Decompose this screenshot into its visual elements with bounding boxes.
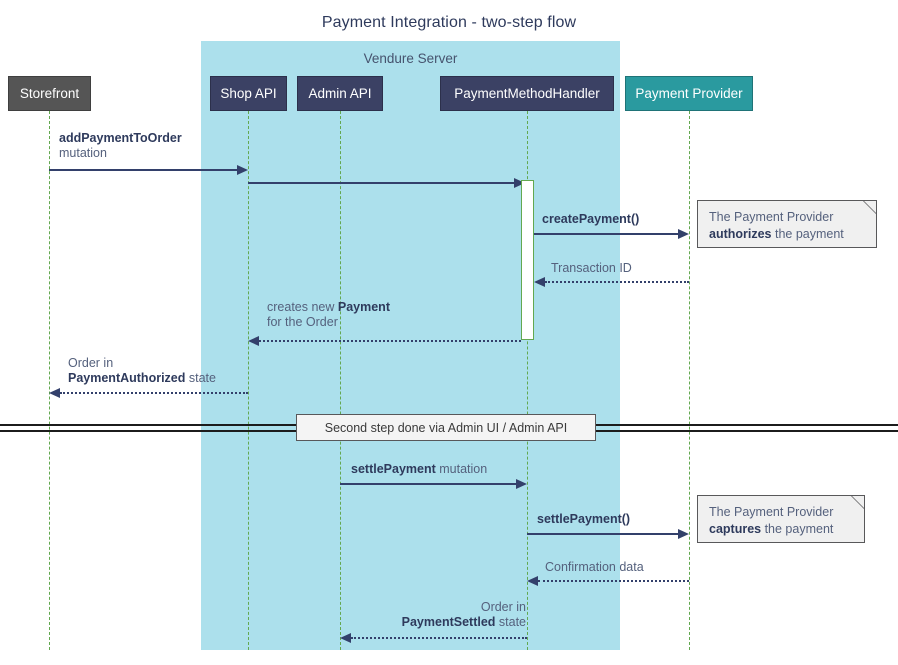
divider-label-box: Second step done via Admin UI / Admin AP…: [296, 414, 596, 441]
arrowhead-creates-new-payment: [248, 336, 259, 346]
message-label-order-payment-settled-line1: Order in: [480, 600, 526, 614]
participant-label-payment-method-handler: PaymentMethodHandler: [454, 86, 600, 101]
divider-line-top-right: [594, 424, 898, 426]
message-arrow-order-payment-settled: [351, 637, 527, 639]
participant-payment-provider[interactable]: Payment Provider: [625, 76, 753, 111]
note-authorizes-line1: The Payment Provider: [709, 210, 834, 224]
note-captures-line1: The Payment Provider: [709, 505, 834, 519]
arrowhead-settle-payment-mutation: [516, 479, 527, 489]
message-label-creates-new-payment-line1-plain: creates new: [267, 300, 338, 314]
arrowhead-order-payment-authorized: [49, 388, 60, 398]
note-fold-inner-icon: [852, 496, 864, 508]
message-arrow-settle-payment-mutation: [340, 483, 516, 485]
message-arrow-settle-payment-call: [527, 533, 678, 535]
note-captures-bold: captures: [709, 522, 762, 536]
lifeline-shop-api: [248, 111, 249, 650]
message-label-create-payment: createPayment(): [542, 212, 639, 227]
arrowhead-add-payment-to-order: [237, 165, 248, 175]
message-label-settle-payment-mutation-bold: settlePayment: [351, 462, 436, 476]
arrowhead-order-payment-settled: [340, 633, 351, 643]
message-label-creates-new-payment: creates new Payment for the Order: [267, 300, 390, 330]
message-label-transaction-id: Transaction ID: [551, 261, 632, 276]
message-label-create-payment-bold: createPayment(): [542, 212, 640, 226]
message-arrow-confirmation-data: [538, 580, 689, 582]
message-label-order-payment-settled: Order in PaymentSettled state: [356, 600, 526, 630]
participant-admin-api[interactable]: Admin API: [297, 76, 383, 111]
note-authorizes-tail: the payment: [771, 227, 844, 241]
note-authorizes: The Payment Provider authorizes the paym…: [697, 200, 877, 248]
note-captures: The Payment Provider captures the paymen…: [697, 495, 865, 543]
message-label-confirmation-data-plain: Confirmation data: [545, 560, 644, 574]
page-title: Payment Integration - two-step flow: [321, 14, 577, 31]
divider-line-bottom-left: [0, 430, 298, 432]
participant-label-shop-api: Shop API: [220, 86, 277, 101]
message-label-settle-payment-call: settlePayment(): [537, 512, 630, 527]
participant-shop-api[interactable]: Shop API: [210, 76, 287, 111]
participant-payment-method-handler[interactable]: PaymentMethodHandler: [440, 76, 614, 111]
lifeline-payment-method-handler: [527, 111, 528, 650]
lifeline-storefront: [49, 111, 50, 650]
message-label-order-payment-settled-bold: PaymentSettled: [401, 615, 496, 629]
note-authorizes-bold: authorizes: [709, 227, 772, 241]
participant-label-admin-api: Admin API: [308, 86, 372, 101]
message-label-transaction-id-plain: Transaction ID: [551, 261, 632, 275]
message-arrow-creates-new-payment: [259, 340, 521, 342]
activation-bar-payment-method-handler: [521, 180, 534, 340]
arrowhead-create-payment: [678, 229, 689, 239]
message-label-confirmation-data: Confirmation data: [545, 560, 644, 575]
group-label-vendure-server: Vendure Server: [363, 51, 458, 66]
message-arrow-transaction-id: [545, 281, 689, 283]
arrowhead-shop-api-to-handler: [514, 178, 525, 188]
note-captures-tail: the payment: [761, 522, 834, 536]
participant-label-payment-provider: Payment Provider: [635, 86, 743, 101]
divider-line-bottom-right: [594, 430, 898, 432]
message-label-add-payment-to-order-plain: mutation: [59, 146, 107, 160]
message-label-settle-payment-mutation-plain: mutation: [435, 462, 488, 476]
participant-label-storefront: Storefront: [19, 86, 80, 101]
group-box-vendure-server: [201, 41, 620, 650]
lifeline-admin-api: [340, 111, 341, 650]
message-label-add-payment-to-order-bold: addPaymentToOrder: [59, 131, 182, 145]
message-label-order-payment-authorized-tail: state: [185, 371, 216, 385]
message-label-order-payment-settled-tail: state: [495, 615, 526, 629]
note-fold-inner-icon: [864, 201, 876, 213]
message-label-order-payment-authorized: Order in PaymentAuthorized state: [68, 356, 216, 386]
message-label-order-payment-authorized-bold: PaymentAuthorized: [68, 371, 186, 385]
message-label-settle-payment-mutation: settlePayment mutation: [351, 462, 487, 477]
message-arrow-add-payment-to-order: [49, 169, 237, 171]
message-label-add-payment-to-order: addPaymentToOrder mutation: [59, 131, 182, 161]
message-label-settle-payment-call-bold: settlePayment(): [537, 512, 631, 526]
arrowhead-transaction-id: [534, 277, 545, 287]
message-label-order-payment-authorized-line1: Order in: [68, 356, 114, 370]
arrowhead-confirmation-data: [527, 576, 538, 586]
lifeline-payment-provider: [689, 111, 690, 650]
message-arrow-shop-api-to-handler: [248, 182, 516, 184]
message-arrow-create-payment: [534, 233, 678, 235]
arrowhead-settle-payment-call: [678, 529, 689, 539]
message-arrow-order-payment-authorized: [60, 392, 248, 394]
message-label-creates-new-payment-line1-bold: Payment: [337, 300, 390, 314]
divider-label: Second step done via Admin UI / Admin AP…: [324, 420, 568, 435]
participant-storefront[interactable]: Storefront: [8, 76, 91, 111]
message-label-creates-new-payment-line2: for the Order: [267, 315, 338, 329]
divider-line-top-left: [0, 424, 298, 426]
